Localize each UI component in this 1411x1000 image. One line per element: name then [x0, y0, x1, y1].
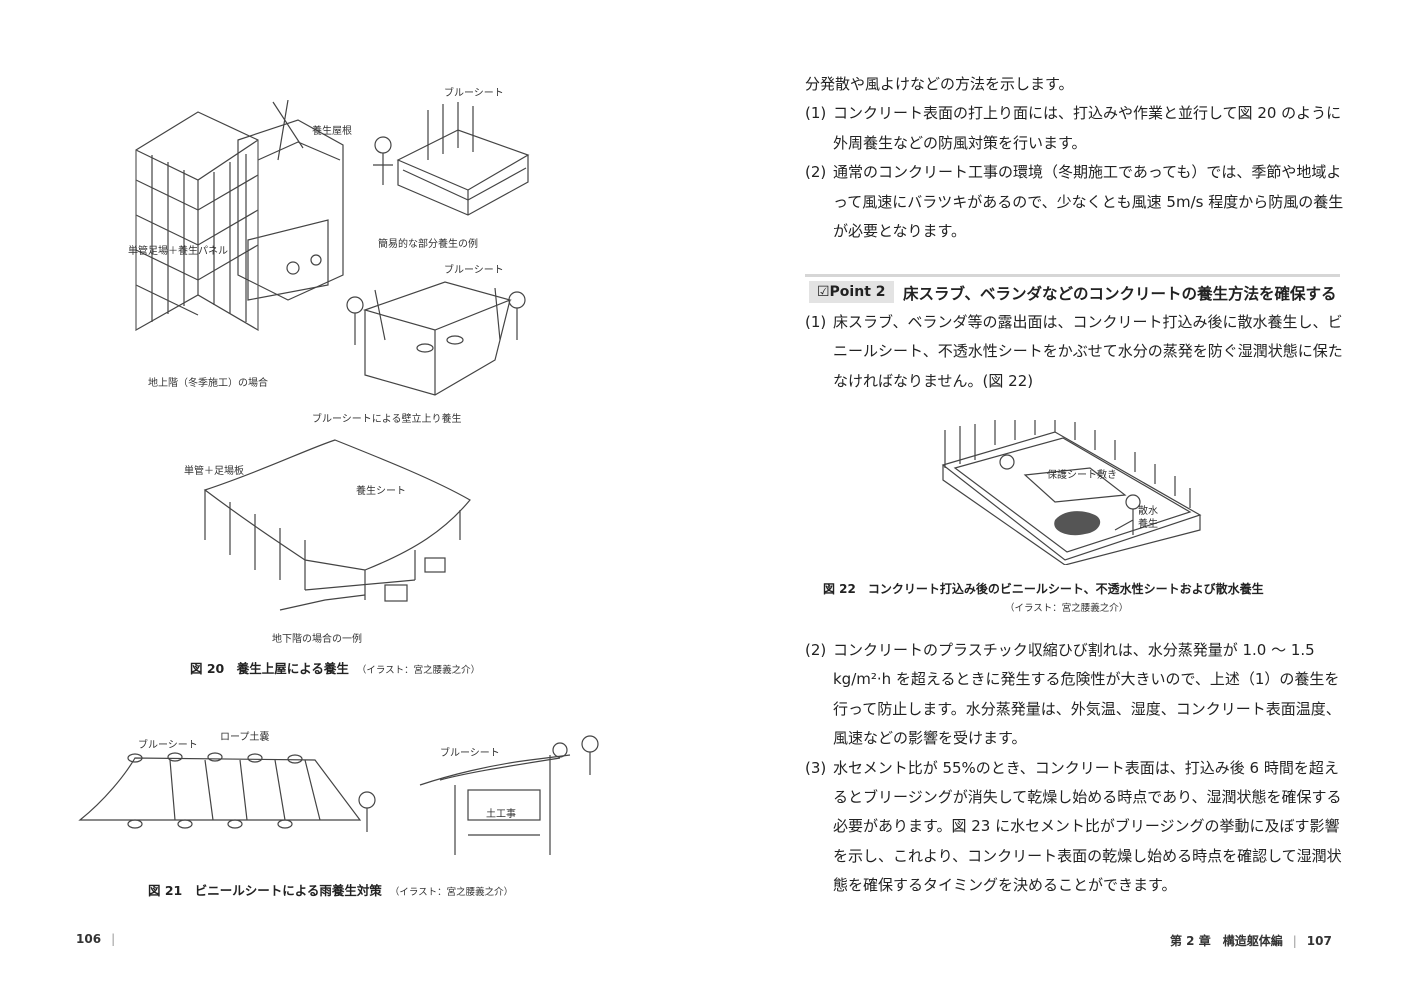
illustration-wall-rise-curing	[335, 270, 535, 400]
label-protect-sheet: 保護シート敷き	[1047, 470, 1117, 481]
label-blue-sheet-top: ブルーシート	[444, 88, 504, 99]
text-block-point: (1) 床スラブ、ベランダ等の露出面は、コンクリート打込み後に散水養生し、ビニー…	[805, 308, 1345, 396]
list-item: (3) 水セメント比が 55%のとき、コンクリート表面は、打込み後 6 時間を超…	[805, 758, 1342, 895]
label-blue-sheet-mid: ブルーシート	[444, 265, 504, 276]
label-sprinkle: 散水養生	[1138, 506, 1158, 530]
illustration-rain-curing-hill	[75, 740, 385, 840]
label-scaffold-panel: 単管足場＋養生パネル	[128, 246, 228, 257]
illustration-underground-curing	[185, 430, 485, 620]
label-simple-partial: 簡易的な部分養生の例	[378, 239, 478, 250]
label-above-ground: 地上階（冬季施工）の場合	[148, 378, 268, 389]
point-heading: ☑Point 2 床スラブ、ベランダなどのコンクリートの養生方法を確保する	[805, 274, 1340, 313]
illustration-slab-curing	[935, 420, 1210, 565]
intro-paragraph: 分発散や風よけなどの方法を示します。	[805, 75, 1074, 93]
figure-22-credit: （イラスト：宮之腰義之介）	[1005, 603, 1129, 614]
right-page: 分発散や風よけなどの方法を示します。 (1) コンクリート表面の打上り面には、打…	[705, 0, 1411, 1000]
list-item: (2) 通常のコンクリート工事の環境（冬期施工であっても）では、季節や地域よって…	[805, 163, 1344, 241]
illustration-scaffold-building	[128, 100, 368, 340]
label-blue-sheet-b: ブルーシート	[440, 748, 500, 759]
label-blue-sheet-rise: ブルーシートによる壁立上り養生	[312, 414, 462, 425]
list-item: (1) コンクリート表面の打上り面には、打込みや作業と並行して図 20 のように…	[805, 104, 1342, 152]
point-tag: ☑Point 2	[809, 281, 894, 303]
label-blue-sheet-a: ブルーシート	[138, 740, 198, 751]
point-title: 床スラブ、ベランダなどのコンクリートの養生方法を確保する	[903, 285, 1337, 303]
page-number-left: 106|	[76, 932, 116, 946]
figure-21-caption: 図 21 ビニールシートによる雨養生対策（イラスト：宮之腰義之介）	[148, 883, 514, 898]
text-block-top: 分発散や風よけなどの方法を示します。 (1) コンクリート表面の打上り面には、打…	[805, 70, 1345, 246]
list-item: (2) コンクリートのプラスチック収縮ひび割れは、水分蒸発量が 1.0 ～ 1.…	[805, 641, 1341, 748]
label-pipe-plank: 単管＋足場板	[184, 466, 244, 477]
label-earthwork: 土工事	[486, 809, 516, 820]
figure-22-caption: 図 22 コンクリート打込み後のビニールシート、不透水性シートおよび散水養生	[823, 582, 1264, 596]
chapter-title: 第 2 章 構造躯体編	[1170, 934, 1283, 948]
label-rope-bag: ロープ土嚢	[220, 732, 270, 743]
illustration-partial-curing	[368, 90, 548, 230]
label-underground: 地下階の場合の一例	[272, 634, 362, 645]
illustration-earthwork-sheet	[410, 730, 610, 860]
text-block-bottom: (2) コンクリートのプラスチック収縮ひび割れは、水分蒸発量が 1.0 ～ 1.…	[805, 636, 1345, 901]
page-number-right: 第 2 章 構造躯体編|107	[1170, 934, 1332, 948]
left-page: 養生屋根 単管足場＋養生パネル 地上階（冬季施工）の場合 ブルーシート 簡易的な…	[0, 0, 705, 1000]
list-item: (1) 床スラブ、ベランダ等の露出面は、コンクリート打込み後に散水養生し、ビニー…	[805, 313, 1343, 390]
label-curing-sheet: 養生シート	[356, 486, 406, 497]
label-curing-roof: 養生屋根	[312, 126, 352, 137]
figure-20-caption: 図 20 養生上屋による養生（イラスト：宮之腰義之介）	[190, 661, 481, 676]
